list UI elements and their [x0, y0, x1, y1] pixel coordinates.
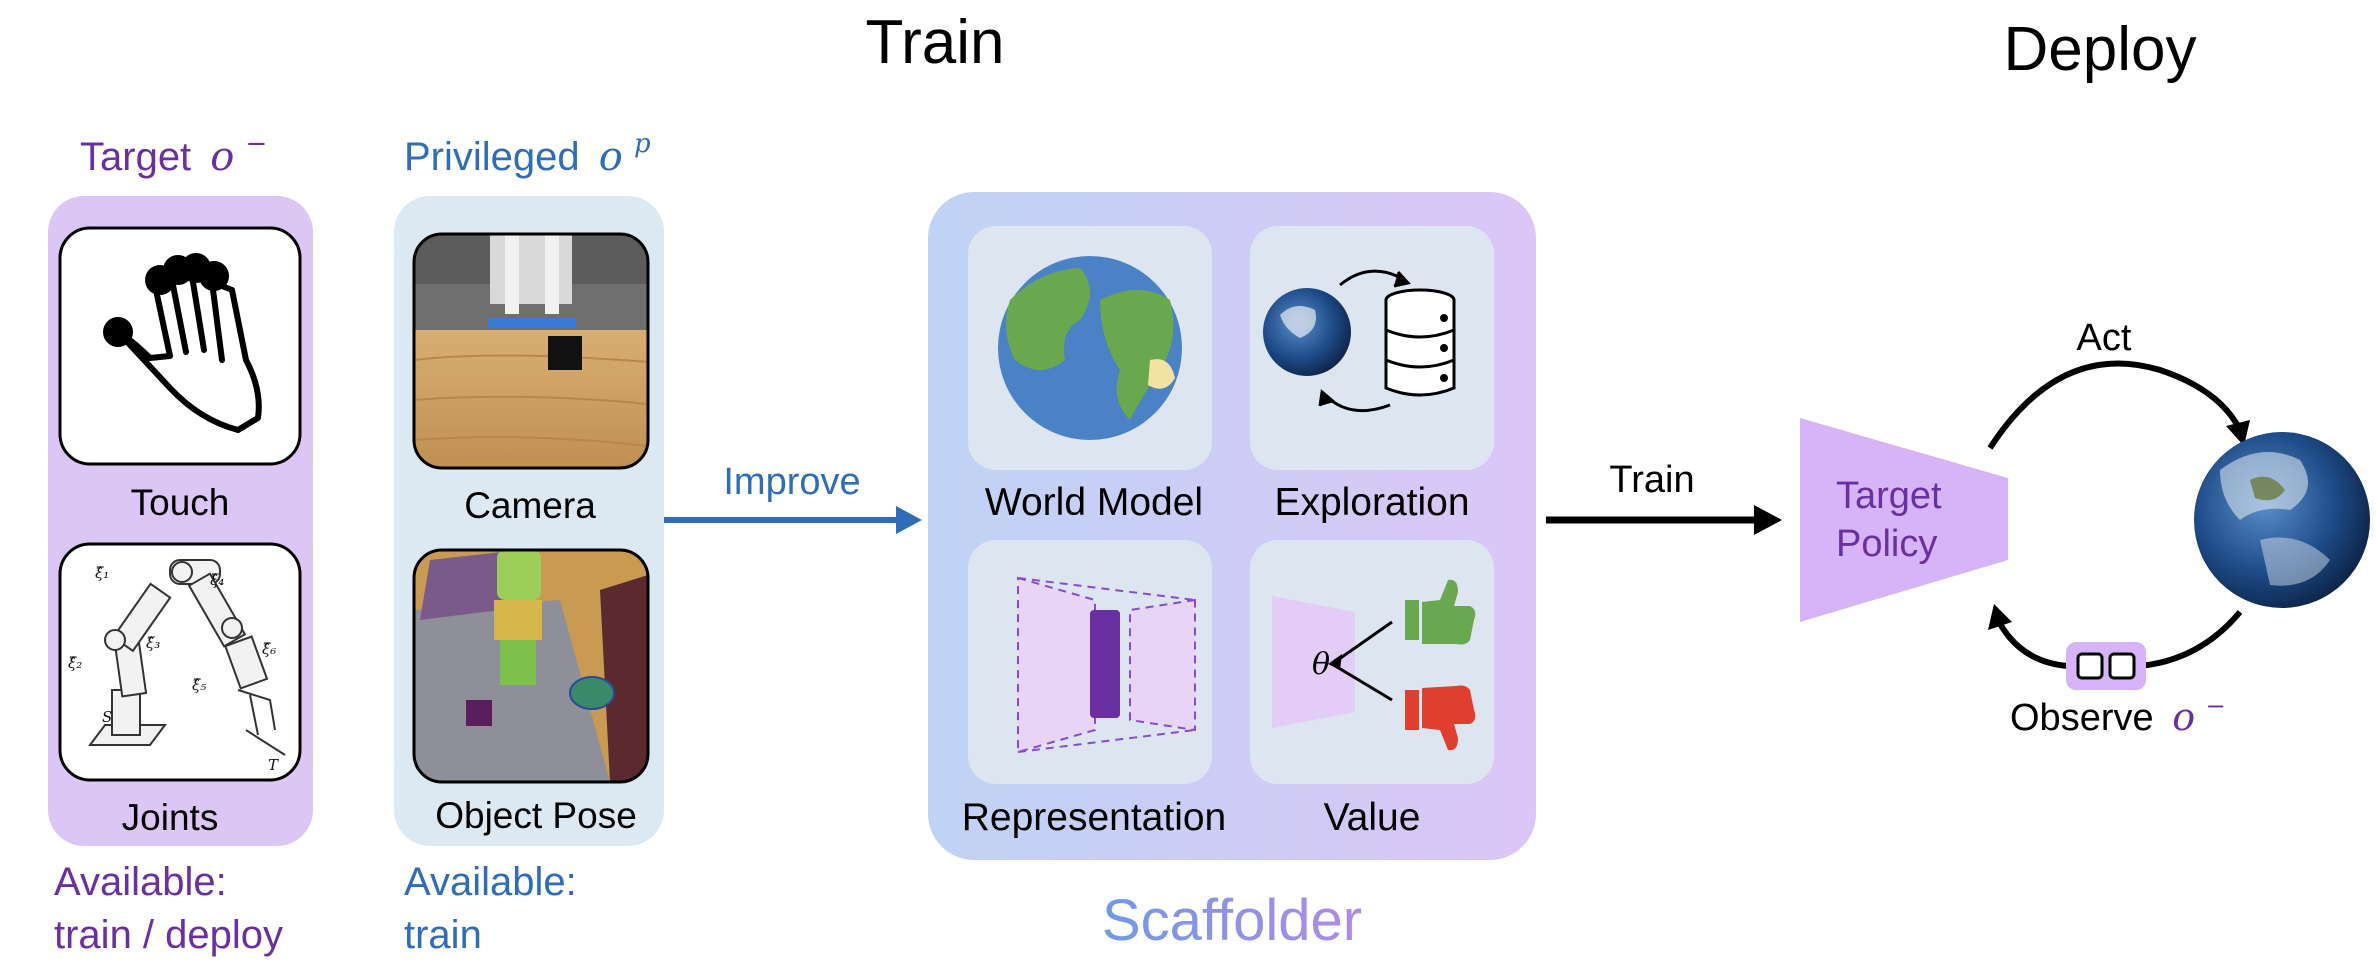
act-arc-arrow	[1987, 360, 2250, 450]
representation-label: Representation	[962, 796, 1227, 839]
policy-line2: Policy	[1836, 523, 1937, 565]
world-model-globe-icon	[998, 256, 1182, 440]
privileged-title: Privileged o p	[404, 129, 651, 180]
svg-text:ξ̂₅: ξ̂₅	[192, 676, 206, 694]
theta-symbol: θ	[1312, 647, 1330, 682]
object-pose-label: Object Pose	[435, 795, 637, 836]
object-pose-tile-frame	[412, 548, 650, 784]
train-header: Train	[866, 8, 1005, 77]
target-policy-shape	[1800, 418, 2008, 622]
camera-tile-frame	[412, 232, 650, 470]
touch-label: Touch	[131, 482, 230, 523]
scaffolder-caption: Scaffolder	[1102, 888, 1362, 953]
privileged-availability-line2: train	[404, 913, 482, 957]
train-arrow-label: Train	[1609, 459, 1694, 501]
target-availability-line1: Available:	[54, 860, 227, 904]
target-title: Target o −	[80, 129, 267, 180]
improve-arrow	[664, 506, 922, 534]
representation-encoder-icon	[1017, 576, 1196, 754]
target-availability-line2: train / deploy	[54, 913, 283, 957]
privileged-column: Privileged o p Camera	[394, 129, 664, 957]
exploration-label: Exploration	[1274, 481, 1469, 524]
camera-image	[414, 234, 648, 468]
act-label: Act	[2077, 317, 2132, 359]
train-arrow	[1546, 505, 1782, 535]
deploy-earth-icon	[2194, 432, 2370, 608]
exploration-cycle-arrows	[1318, 269, 1411, 413]
value-label: Value	[1324, 796, 1421, 839]
database-icon	[1384, 288, 1456, 397]
svg-text:ξ̂₃: ξ̂₃	[146, 634, 160, 652]
svg-text:ξ̂₄: ξ̂₄	[210, 571, 224, 589]
scaffolder-panel: World Model Exploration	[928, 192, 1536, 860]
joints-label: Joints	[122, 797, 219, 838]
svg-text:ξ̂₂: ξ̂₂	[68, 654, 82, 672]
observation-icon	[2066, 642, 2146, 690]
target-column: Target o − Touch	[48, 129, 313, 957]
policy-line1: Target	[1836, 475, 1942, 517]
hand-touch-icon	[103, 253, 262, 433]
world-model-label: World Model	[985, 481, 1203, 524]
svg-text:T: T	[268, 756, 279, 774]
value-network-icon	[1272, 596, 1393, 728]
joint-axis-labels: ξ̂₁ ξ̂₂ ξ̂₃ ξ̂₄ ξ̂₅ ξ̂₆ S T	[68, 564, 279, 774]
object-pose-image	[414, 550, 648, 782]
observe-label: Observe o −	[2010, 692, 2226, 739]
svg-text:ξ̂₁: ξ̂₁	[95, 564, 109, 582]
svg-text:ξ̂₆: ξ̂₆	[262, 640, 276, 658]
robot-arm-joints-icon	[88, 559, 286, 756]
exploration-earth-icon	[1263, 288, 1351, 376]
touch-tile	[58, 226, 302, 466]
exploration-tile	[1250, 226, 1494, 470]
deploy-header: Deploy	[2004, 15, 2197, 84]
svg-text:S: S	[102, 708, 112, 726]
camera-label: Camera	[464, 485, 596, 526]
thumbs-down-icon	[1405, 685, 1476, 751]
observe-arc-arrow	[1988, 604, 2243, 669]
privileged-availability-line1: Available:	[404, 860, 577, 904]
improve-label: Improve	[723, 461, 860, 503]
thumbs-up-icon	[1405, 579, 1476, 645]
